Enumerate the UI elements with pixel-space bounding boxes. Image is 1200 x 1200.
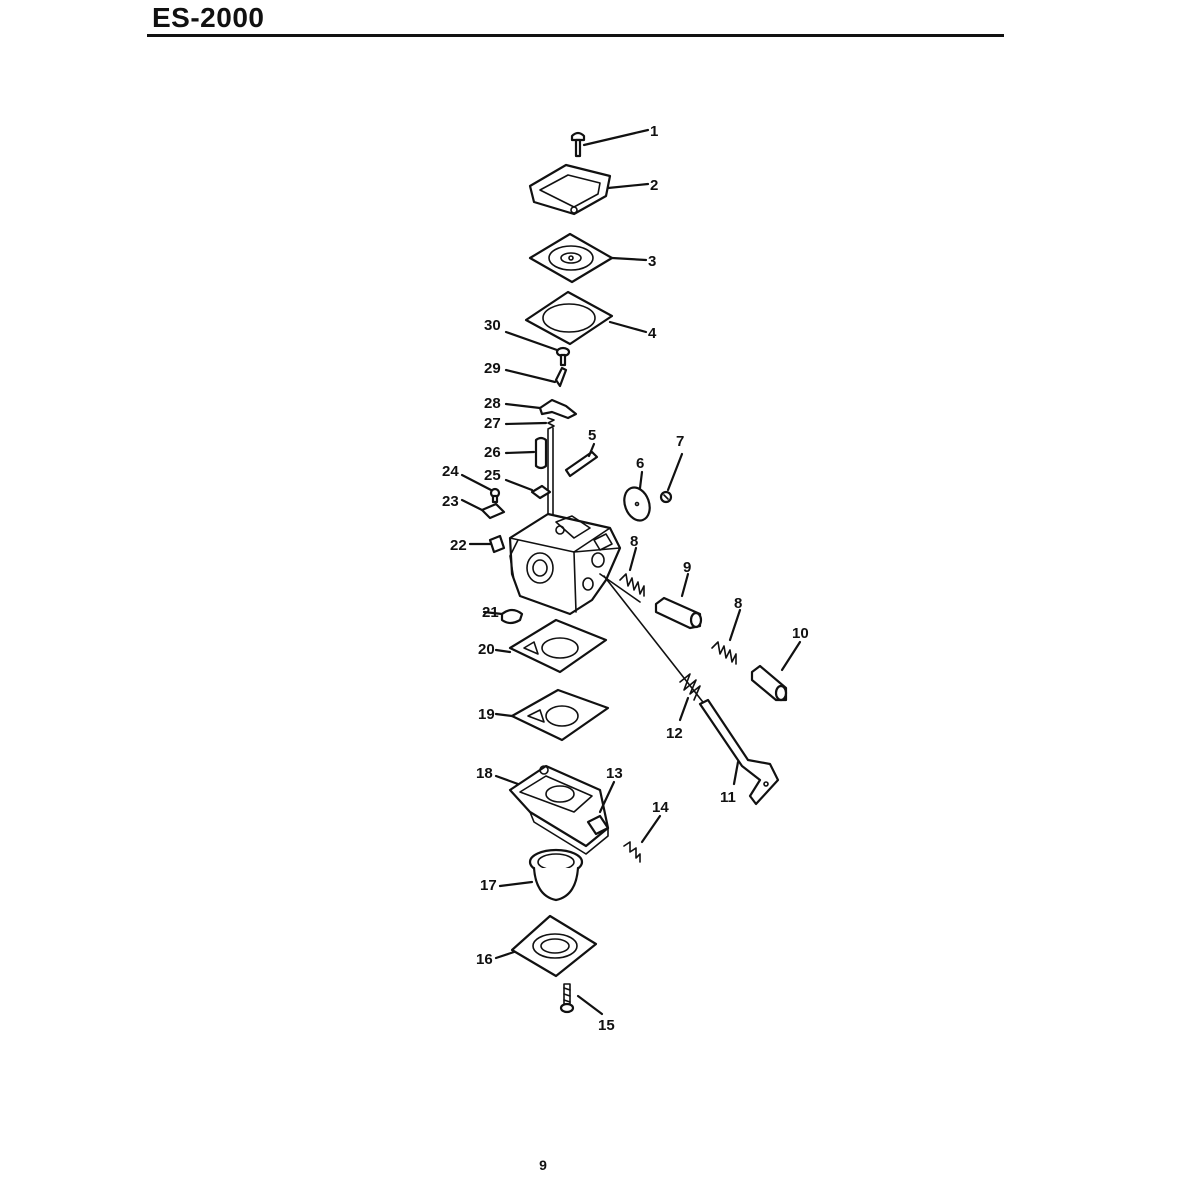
part-22-plug: 22	[450, 534, 506, 554]
callout-18: 18	[476, 765, 493, 782]
part-7-screw: 7	[659, 433, 684, 504]
callout-6: 6	[636, 455, 644, 472]
callout-9: 9	[683, 559, 691, 576]
callout-4: 4	[648, 325, 657, 342]
callout-22: 22	[450, 537, 467, 554]
callout-13: 13	[606, 765, 623, 782]
callout-16: 16	[476, 951, 493, 968]
throttle-shaft	[547, 427, 554, 523]
callout-29: 29	[484, 360, 501, 377]
callout-17: 17	[480, 877, 497, 894]
assembly-guide-line	[599, 573, 707, 707]
part-25-washer: 25	[484, 467, 552, 500]
part-4-gasket: 4	[524, 290, 657, 346]
page-title: ES-2000	[152, 2, 265, 33]
callout-25: 25	[484, 467, 501, 484]
callout-27: 27	[484, 415, 501, 432]
callout-19: 19	[478, 706, 495, 723]
carburetor-body	[508, 512, 622, 616]
part-27-spring: 27	[484, 415, 555, 432]
callout-12: 12	[666, 725, 683, 742]
part-14-screw: 14	[623, 799, 669, 863]
part-3-diaphragm: 3	[528, 232, 656, 284]
part-30-screw: 30	[484, 317, 571, 367]
callout-1: 1	[650, 123, 658, 140]
callout-8a: 8	[630, 533, 638, 550]
callout-10: 10	[792, 625, 809, 642]
part-19-diaphragm: 19	[478, 688, 610, 742]
part-5-pin: 5	[564, 427, 599, 478]
part-1-screw: 1	[570, 123, 658, 158]
part-9-needle: 9	[654, 559, 703, 630]
callout-2: 2	[650, 177, 658, 194]
part-13-fitting: 13	[586, 765, 623, 836]
part-2-cover: 2	[528, 163, 658, 216]
part-16-retainer: 16	[476, 914, 598, 978]
callout-8b: 8	[734, 595, 742, 612]
callout-7: 7	[676, 433, 684, 450]
part-26-clip: 26	[484, 436, 548, 470]
callout-30: 30	[484, 317, 501, 334]
callout-23: 23	[442, 493, 459, 510]
callout-24: 24	[442, 463, 459, 480]
part-29-pin: 29	[484, 360, 568, 388]
part-24-screw: 24	[442, 463, 501, 504]
part-11-lever: 11	[698, 698, 780, 806]
part-6-disc: 6	[623, 455, 651, 522]
part-8-spring-upper: 8	[619, 533, 645, 597]
part-10-needle: 10	[750, 625, 809, 702]
callout-20: 20	[478, 641, 495, 658]
part-17-primer-bulb: 17	[480, 848, 584, 902]
callout-11: 11	[720, 789, 736, 806]
page-number: 9	[539, 1157, 547, 1173]
part-21-plug: 21	[482, 604, 524, 625]
part-15-screw: 15	[559, 983, 615, 1034]
part-20-gasket: 20	[478, 618, 608, 674]
part-23-plate: 23	[442, 493, 506, 520]
callout-26: 26	[484, 444, 501, 461]
title-rule	[147, 34, 1004, 37]
part-12-spring: 12	[666, 673, 701, 742]
callout-5: 5	[588, 427, 596, 444]
callout-21: 21	[482, 604, 499, 621]
callout-28: 28	[484, 395, 501, 412]
callout-15: 15	[598, 1017, 615, 1034]
callout-14: 14	[652, 799, 669, 816]
part-18-pump-cover: 18	[476, 764, 610, 855]
part-8-spring-lower: 8	[711, 595, 742, 665]
callout-3: 3	[648, 253, 656, 270]
part-28-lever: 28	[484, 395, 578, 420]
